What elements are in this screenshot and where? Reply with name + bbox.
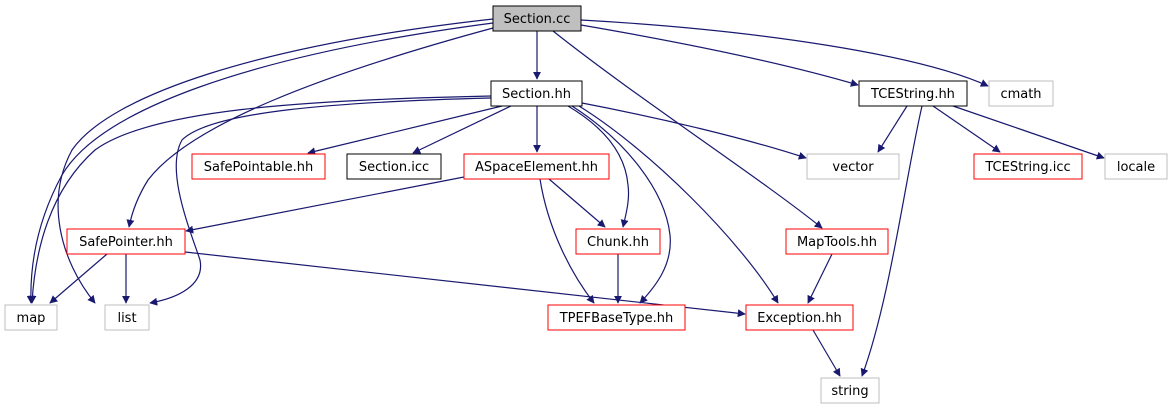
edge-tcestring-hh-to-vector: [877, 105, 908, 153]
node-label: Chunk.hh: [587, 235, 649, 250]
edge-section-hh-to-exception-hh: [578, 105, 779, 304]
node-box: [858, 80, 968, 107]
edge-aspaceelement-hh-to-tpefbasetype-hh: [539, 178, 595, 304]
edge-section-hh-to-chunk-hh: [567, 105, 630, 228]
node-box: [806, 153, 900, 180]
node-box: [1104, 153, 1168, 180]
edge-safepointer-hh-to-map: [49, 253, 108, 304]
node-section-hh[interactable]: Section.hh: [490, 80, 583, 107]
node-maptools-hh[interactable]: MapTools.hh: [785, 228, 889, 255]
edge-section-cc-to-safepointer-hh: [126, 27, 494, 228]
edge-section-cc-to-list: [57, 18, 494, 304]
node-section-cc[interactable]: Section.cc: [492, 5, 582, 32]
node-tcestring-icc[interactable]: TCEString.icc: [973, 153, 1083, 180]
edge-section-hh-to-list: [149, 97, 492, 306]
node-string[interactable]: string: [820, 377, 880, 404]
node-aspaceelement-hh[interactable]: ASpaceElement.hh: [463, 153, 610, 180]
node-exception-hh[interactable]: Exception.hh: [745, 304, 854, 331]
node-label: SafePointer.hh: [79, 235, 173, 250]
node-label: Section.cc: [504, 12, 571, 27]
edge-aspaceelement-hh-to-chunk-hh: [548, 178, 606, 228]
node-box: [547, 304, 686, 331]
node-box: [346, 153, 442, 180]
node-label: string: [831, 384, 868, 399]
edge-tcestring-hh-to-locale: [952, 105, 1105, 160]
edge-section-cc-to-maptools-hh: [552, 30, 823, 229]
edges: [26, 18, 1105, 377]
node-box: [973, 153, 1083, 180]
node-safepointable-hh[interactable]: SafePointable.hh: [191, 153, 326, 180]
edge-section-hh-to-section-icc: [412, 105, 512, 154]
edge-section-hh-to-tpefbasetype-hh: [571, 105, 671, 304]
node-label: TCEString.hh: [870, 87, 955, 102]
node-locale[interactable]: locale: [1104, 153, 1168, 180]
node-cmath[interactable]: cmath: [988, 80, 1054, 107]
node-label: list: [117, 311, 136, 326]
edge-tcestring-hh-to-string: [860, 105, 923, 377]
node-tcestring-hh[interactable]: TCEString.hh: [858, 80, 968, 107]
node-label: SafePointable.hh: [204, 160, 314, 175]
node-chunk-hh[interactable]: Chunk.hh: [575, 228, 661, 255]
node-label: Exception.hh: [757, 311, 842, 326]
edge-section-hh-to-map: [28, 95, 492, 304]
node-box: [575, 228, 661, 255]
node-label: vector: [832, 160, 874, 175]
node-label: MapTools.hh: [797, 235, 877, 250]
node-box: [492, 5, 582, 32]
node-tpefbasetype-hh[interactable]: TPEFBaseType.hh: [547, 304, 686, 331]
node-safepointer-hh[interactable]: SafePointer.hh: [66, 228, 186, 255]
node-list[interactable]: list: [104, 304, 150, 331]
node-label: locale: [1117, 160, 1155, 175]
node-label: TPEFBaseType.hh: [559, 311, 674, 326]
edge-safepointer-hh-to-exception-hh: [184, 251, 746, 318]
edge-aspaceelement-hh-to-safepointer-hh: [185, 176, 465, 234]
node-box: [463, 153, 610, 180]
node-section-icc[interactable]: Section.icc: [346, 153, 442, 180]
edge-section-cc-to-tcestring-hh: [580, 24, 859, 87]
node-box: [4, 304, 58, 331]
node-label: TCEString.icc: [984, 160, 1070, 175]
node-label: Section.hh: [502, 87, 571, 102]
node-box: [104, 304, 150, 331]
node-box: [66, 228, 186, 255]
edge-section-cc-to-map: [26, 22, 494, 304]
node-label: cmath: [1000, 87, 1041, 102]
node-box: [490, 80, 583, 107]
node-vector[interactable]: vector: [806, 153, 900, 180]
edge-section-cc-to-cmath: [580, 19, 989, 87]
edge-tcestring-hh-to-tcestring-icc: [932, 105, 1001, 153]
node-box: [745, 304, 854, 331]
node-label: Section.icc: [359, 160, 429, 175]
node-map[interactable]: map: [4, 304, 58, 331]
node-label: ASpaceElement.hh: [475, 160, 598, 175]
edge-section-hh-to-safepointable-hh: [307, 105, 503, 156]
edge-section-hh-to-vector: [581, 102, 807, 160]
node-box: [988, 80, 1054, 107]
node-box: [820, 377, 880, 404]
node-box: [191, 153, 326, 180]
edge-maptools-hh-to-exception-hh: [807, 253, 833, 304]
node-box: [785, 228, 889, 255]
node-label: map: [17, 311, 46, 326]
edge-exception-hh-to-string: [812, 329, 841, 377]
